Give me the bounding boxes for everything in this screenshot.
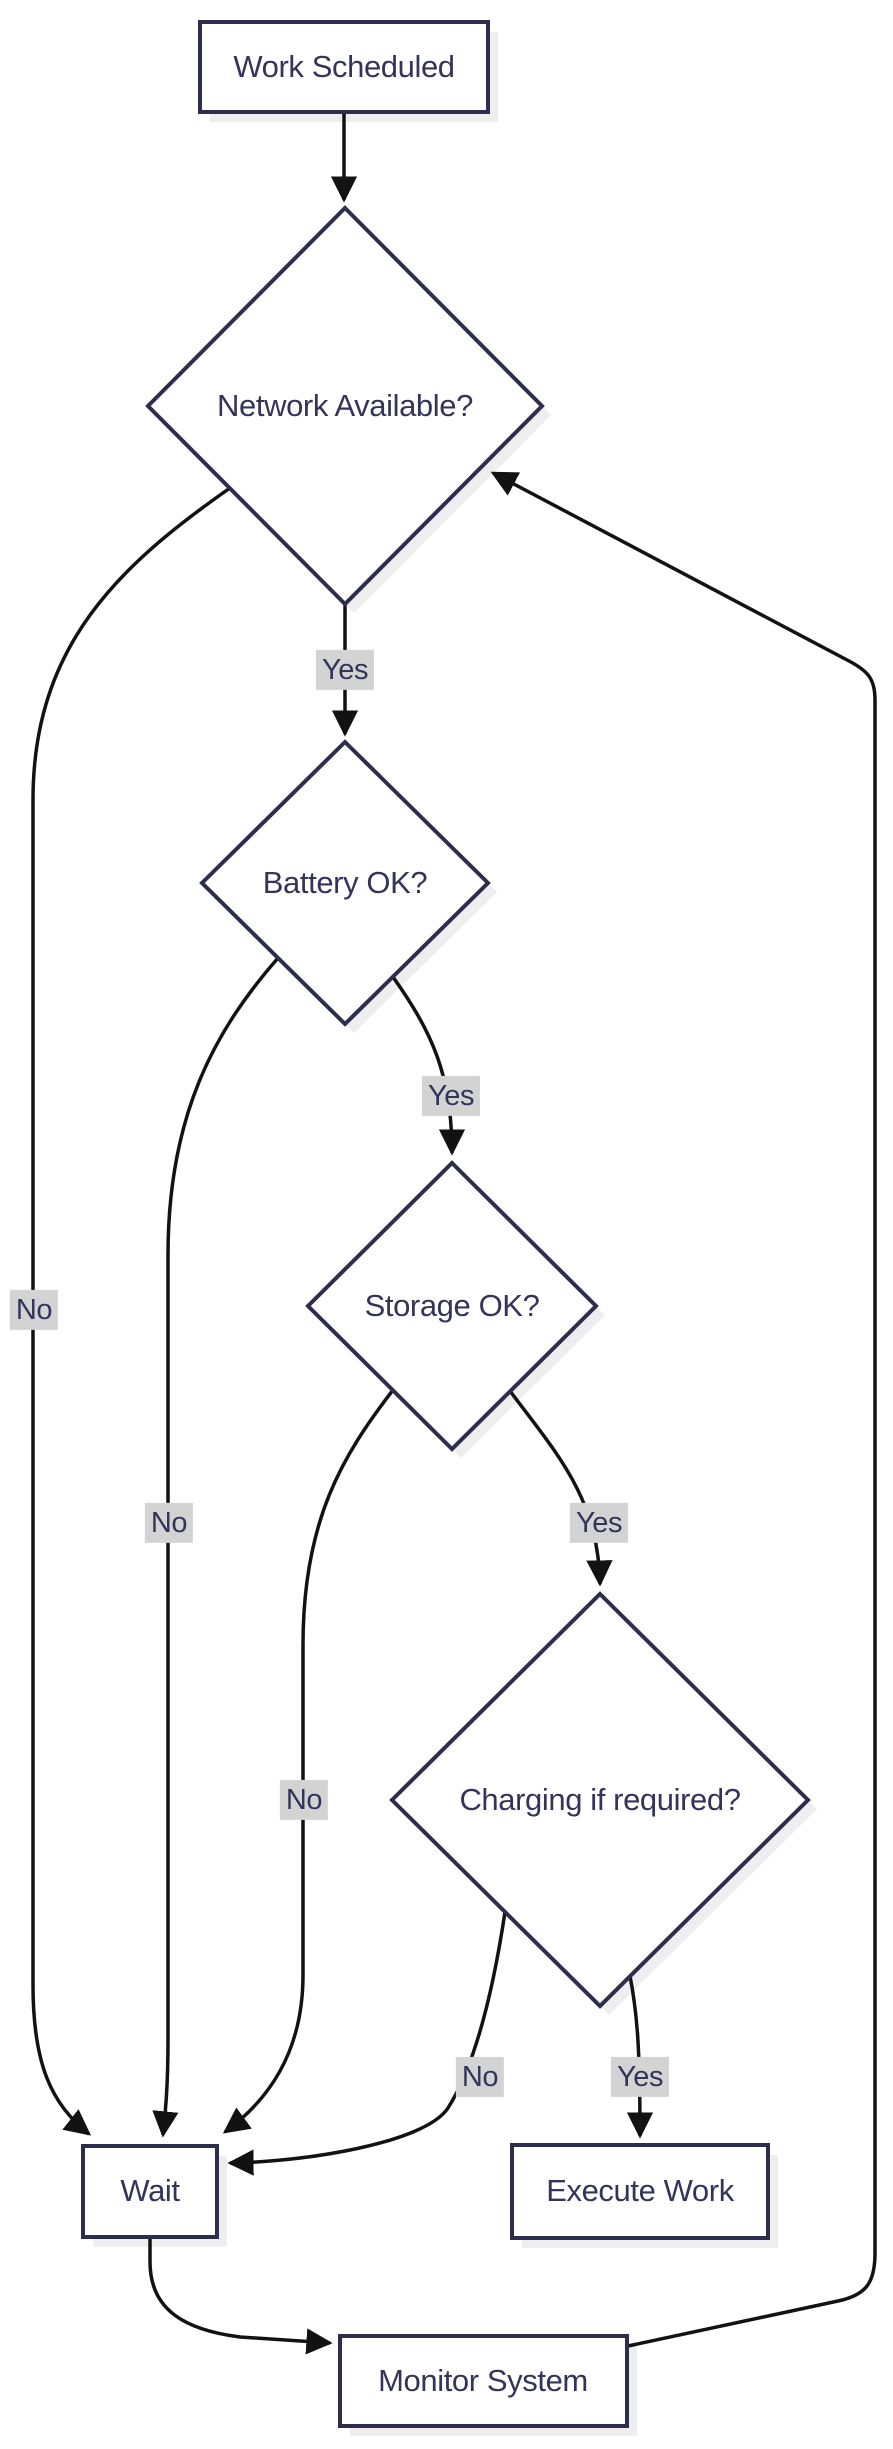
edge-network-no-to-wait (31, 486, 232, 2136)
edge-label-network-yes: Yes (315, 649, 375, 691)
edge-battery-yes-to-storage (391, 975, 466, 1156)
node-work-scheduled-shape (198, 20, 490, 114)
node-network-available-label: Network Available? (217, 388, 473, 423)
node-shapes-layer (81, 20, 811, 2428)
node-execute-work-shape (510, 2143, 770, 2240)
edge-label-battery-no: No (144, 1502, 194, 1544)
node-wait-shape (81, 2144, 219, 2239)
edge-label-charging-no: No (455, 2056, 505, 2098)
edge-label-battery-yes: Yes (421, 1075, 481, 1117)
edge-charging-yes-to-execute (626, 1975, 654, 2139)
edge-battery-no-to-wait (152, 956, 280, 2138)
edge-monitor-to-network (490, 471, 877, 2348)
edge-label-charging-yes: Yes (610, 2056, 670, 2098)
node-network-available-shape (145, 205, 545, 607)
edges-layer (31, 112, 877, 2355)
node-execute-work-label: Execute Work (546, 2173, 734, 2208)
edge-storage-no-to-wait (222, 1388, 395, 2134)
node-monitor-system-label: Monitor System (378, 2363, 588, 2398)
node-work-scheduled-label: Work Scheduled (233, 49, 455, 84)
node-charging-if-required-label: Charging if required? (459, 1782, 741, 1817)
edge-label-network-no: No (9, 1289, 59, 1331)
node-storage-ok-label: Storage OK? (364, 1288, 540, 1323)
node-storage-ok-shape (305, 1160, 599, 1452)
edge-storage-yes-to-charging (508, 1389, 613, 1587)
node-battery-ok-shape (199, 739, 491, 1027)
edge-label-storage-yes: Yes (569, 1502, 629, 1544)
node-charging-if-required-shape (389, 1591, 811, 2009)
edge-charging-no-to-wait (227, 1911, 507, 2176)
node-battery-ok-label: Battery OK? (262, 865, 428, 900)
node-monitor-system-shape (338, 2334, 629, 2428)
edge-label-storage-no: No (279, 1779, 329, 1821)
node-wait-label: Wait (120, 2173, 180, 2208)
edge-wait-to-monitor (148, 2237, 333, 2355)
